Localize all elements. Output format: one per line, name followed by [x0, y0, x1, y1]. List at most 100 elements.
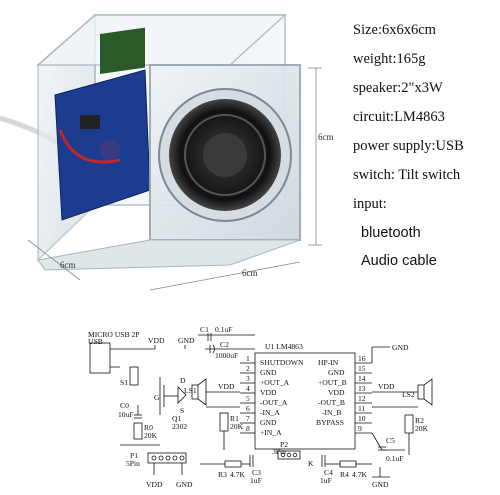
pin-num-7: 7 [246, 414, 250, 423]
label-gnd-bottom: GND [372, 480, 389, 489]
label-k: K [308, 459, 314, 468]
transistor-q1 [177, 386, 187, 404]
capacitor [100, 140, 120, 160]
spec-size: Size:6x6x6cm [353, 22, 436, 38]
pin-vdd-r: VDD [328, 388, 345, 397]
speaker-ls2 [417, 384, 425, 400]
label-ls2: LS2 [402, 390, 415, 399]
label-c1: C1 [200, 325, 209, 334]
header-p1 [147, 452, 187, 464]
pin-shutdown: SHUTDOWN [260, 358, 304, 367]
pin-num-12: 12 [358, 394, 366, 403]
pin-num-9: 9 [358, 424, 362, 433]
label-r1: R1 [230, 414, 239, 423]
pin-out-b-plus: +OUT_B [318, 378, 347, 387]
pin-num-11: 11 [358, 404, 366, 413]
label-r1v: 20K [230, 422, 244, 431]
label-c1v: 0.1uF [215, 325, 233, 334]
pin-num-15: 15 [358, 364, 366, 373]
pin-num-1: 1 [246, 354, 250, 363]
label-c4: C4 [324, 468, 333, 477]
pin-num-8: 8 [246, 424, 250, 433]
label-p1v: 5Pin [126, 459, 140, 468]
label-r2: R2 [415, 416, 424, 425]
pin-num-3: 3 [246, 374, 250, 383]
label-c0: C0 [120, 401, 129, 410]
cube-bottom-edge [37, 239, 301, 271]
label-ls1: LS1 [184, 386, 197, 395]
label-s1: S1 [120, 378, 128, 387]
speaker-highlight [184, 114, 266, 196]
pin-out-a-minus: -OUT_A [260, 398, 288, 407]
label-r0v: 20K [144, 431, 158, 440]
pin-gnd-2: GND [260, 418, 277, 427]
resistor-r1 [219, 412, 229, 432]
label-c3: C3 [252, 468, 261, 477]
tilt-switch-s1 [129, 366, 139, 386]
bluetooth-module [100, 27, 145, 74]
spec-circuit: circuit:LM4863 [353, 109, 445, 125]
width-dimension-line [149, 261, 301, 291]
pin-out-b-minus: -OUT_B [318, 398, 345, 407]
spec-input-label: input: [353, 196, 387, 212]
pin-num-6: 6 [246, 404, 250, 413]
label-q1: Q1 [172, 414, 181, 423]
label-c4v: 1uF [320, 476, 332, 485]
pin-num-4: 4 [246, 384, 250, 393]
resistor-r2 [404, 414, 414, 434]
label-r3: R3 [218, 470, 227, 479]
label-r3v: 4.7K [230, 470, 245, 479]
label-vdd-ls2: VDD [378, 382, 395, 391]
label-gnd-right: GND [392, 343, 409, 352]
spec-power: power supply:USB [353, 138, 464, 154]
height-dimension-label: 6cm [318, 132, 334, 142]
pin-out-a-plus: +OUT_A [260, 378, 290, 387]
label-usb2: USB [88, 337, 103, 346]
label-s: S [180, 406, 184, 415]
pin-num-13: 13 [358, 384, 366, 393]
label-p1: P1 [130, 451, 138, 460]
spec-input-bluetooth: bluetooth [361, 225, 421, 241]
red-wire [58, 129, 121, 164]
label-c2v: 1000uF [215, 351, 238, 360]
label-r4v: 4.7K [352, 470, 367, 479]
label-vdd-ls1: VDD [218, 382, 235, 391]
label-vdd-top: VDD [148, 336, 165, 345]
label-d: D [180, 376, 186, 385]
circuit-schematic: MICRO USB 2P USB VDD GND C1 0.1uF C2 100… [88, 325, 433, 489]
pin-gnd: GND [260, 368, 277, 377]
pin-in-a-plus: +IN_A [260, 428, 282, 437]
label-gnd-top: GND [178, 336, 195, 345]
pin-num-14: 14 [358, 374, 366, 383]
spec-input-audio-cable: Audio cable [361, 253, 437, 269]
label-c5: C5 [386, 436, 395, 445]
pin-vdd: VDD [260, 388, 277, 397]
ic-lm4863 [254, 352, 356, 450]
pin-hp-in: HP-IN [318, 358, 339, 367]
label-p2: P2 [280, 440, 288, 449]
pin-gnd-r: GND [328, 368, 345, 377]
pin-in-b-minus: -IN_B [322, 408, 341, 417]
spec-speaker: speaker:2"x3W [353, 80, 443, 96]
label-r4: R4 [340, 470, 349, 479]
pin-bypass: BYPASS [316, 418, 344, 427]
depth-dimension-line [27, 239, 81, 281]
label-g: G [154, 393, 160, 402]
label-q1v: 2302 [172, 422, 187, 431]
speaker-dustcap [203, 133, 247, 177]
label-ic: U1 LM4863 [265, 342, 303, 351]
label-r2v: 20K [415, 424, 429, 433]
pin-in-a-minus: -IN_A [260, 408, 280, 417]
label-c0v: 10uF [118, 410, 134, 419]
header-p2 [277, 450, 301, 460]
pin-num-16: 16 [358, 354, 366, 363]
spec-weight: weight:165g [353, 51, 426, 67]
label-c3v: 1uF [250, 476, 262, 485]
resistor-r3 [224, 460, 242, 468]
product-photo: 6cm 6cm 6cm [0, 13, 334, 291]
pin-num-2: 2 [246, 364, 250, 373]
label-p2v: 3Pin [272, 447, 286, 456]
speaker-ls1 [191, 384, 199, 400]
label-c2: C2 [220, 340, 229, 349]
label-gnd-p1: GND [176, 480, 193, 489]
